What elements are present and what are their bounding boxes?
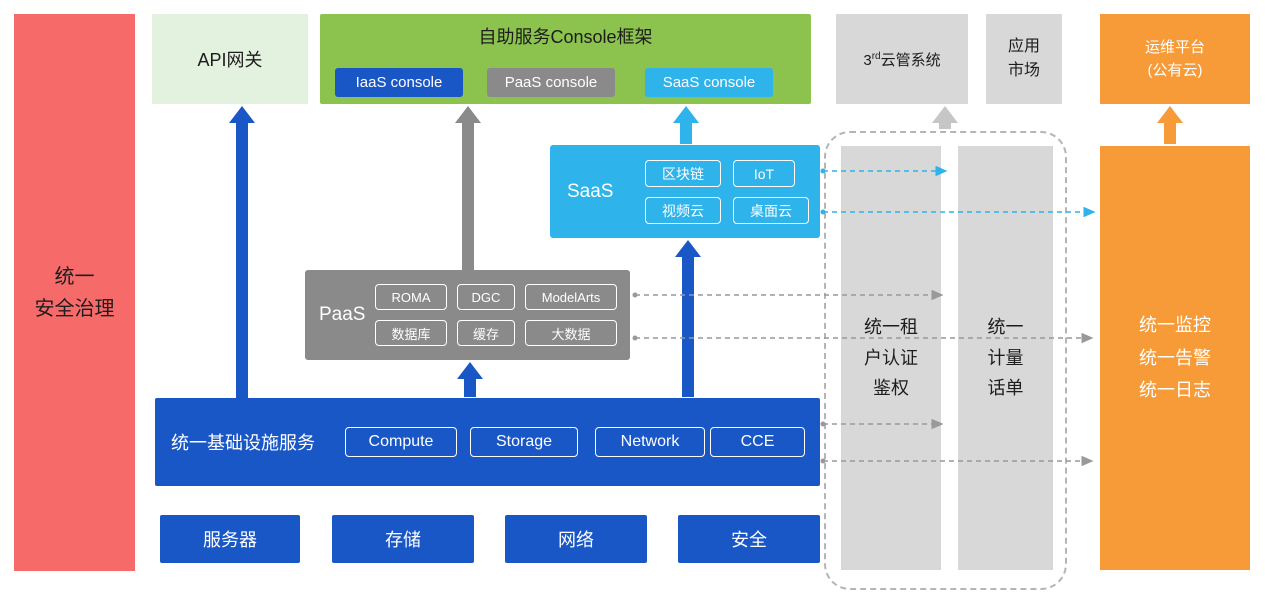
ops-platform-box: 运维平台 (公有云): [1100, 14, 1250, 104]
unified-security-governance-bar: 统一 安全治理: [14, 14, 135, 571]
third-party-cloud-mgmt-box: 3rd云管系统: [836, 14, 968, 104]
arrow-paas-to-console: [455, 106, 481, 270]
paas-item-database: 数据库: [375, 320, 447, 346]
shared-services-dashed-frame: [824, 131, 1067, 590]
unified-metering-bar: 统一 计量 话单: [958, 146, 1053, 570]
paas-item-cache: 缓存: [457, 320, 515, 346]
paas-item-bigdata: 大数据: [525, 320, 617, 346]
saas-item-iot: IoT: [733, 160, 795, 187]
console-framework-box: 自助服务Console框架 IaaS console PaaS console …: [320, 14, 811, 104]
arrow-infra-to-paas: [457, 362, 483, 397]
saas-item-blockchain: 区块链: [645, 160, 721, 187]
dot-paas-auth: [632, 292, 638, 298]
third-party-label: 3rd云管系统: [863, 50, 941, 69]
api-gateway-box: API网关: [152, 14, 308, 104]
infra-item-compute: Compute: [345, 427, 457, 457]
hardware-box-network: 网络: [505, 515, 647, 563]
dot-paas-monitor: [632, 335, 638, 341]
iaas-console-chip: IaaS console: [335, 68, 463, 97]
hardware-box-storage: 存储: [332, 515, 474, 563]
saas-block-label: SaaS: [567, 180, 614, 202]
infrastructure-block-label: 统一基础设施服务: [171, 433, 315, 453]
arrow-monitor-to-ops-platform: [1157, 106, 1183, 144]
paas-item-roma: ROMA: [375, 284, 447, 310]
infra-item-cce: CCE: [710, 427, 805, 457]
paas-item-modelarts: ModelArts: [525, 284, 617, 310]
hardware-box-server: 服务器: [160, 515, 300, 563]
infra-item-network: Network: [595, 427, 705, 457]
paas-item-dgc: DGC: [457, 284, 515, 310]
saas-item-video-cloud: 视频云: [645, 197, 721, 224]
saas-item-desktop-cloud: 桌面云: [733, 197, 809, 224]
paas-block-label: PaaS: [319, 304, 366, 325]
unified-tenant-auth-bar: 统一租 户认证 鉴权: [841, 146, 941, 570]
paas-console-chip: PaaS console: [487, 68, 615, 97]
saas-block: SaaS 区块链 IoT 视频云 桌面云: [550, 145, 820, 238]
infrastructure-services-block: 统一基础设施服务 Compute Storage Network CCE: [155, 398, 820, 486]
paas-block: PaaS ROMA DGC ModelArts 数据库 缓存 大数据: [305, 270, 630, 360]
saas-console-chip: SaaS console: [645, 68, 773, 97]
unified-monitoring-bar: 统一监控 统一告警 统一日志: [1100, 146, 1250, 570]
arrow-infra-to-api-gateway: [229, 106, 255, 398]
app-market-box: 应用 市场: [986, 14, 1062, 104]
console-framework-title: 自助服务Console框架: [478, 27, 653, 47]
arrow-infra-to-saas: [675, 240, 701, 397]
hardware-box-security: 安全: [678, 515, 820, 563]
arrow-saas-to-console: [673, 106, 699, 144]
arrow-shared-to-third-cloud: [932, 106, 958, 129]
infra-item-storage: Storage: [470, 427, 578, 457]
